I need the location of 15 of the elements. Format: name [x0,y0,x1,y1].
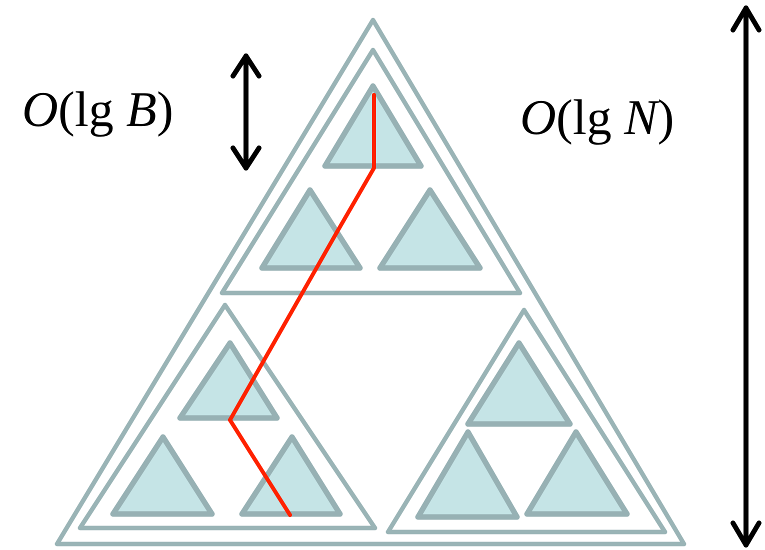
search-path [228,230,339,422]
filled-triangle [113,437,212,514]
filled-triangle [325,86,421,166]
filled-triangle [262,190,360,268]
search-path [335,93,376,234]
filled-triangle [380,190,480,268]
outline-triangle [388,310,665,532]
filled-triangle [180,343,277,418]
filled-triangle [468,343,570,424]
filled-triangle [418,432,517,517]
outline-triangle [80,305,375,528]
outline-triangle [222,50,520,293]
filled-triangle [242,437,340,514]
outline-triangle [57,20,684,544]
filled-triangle [527,432,627,514]
